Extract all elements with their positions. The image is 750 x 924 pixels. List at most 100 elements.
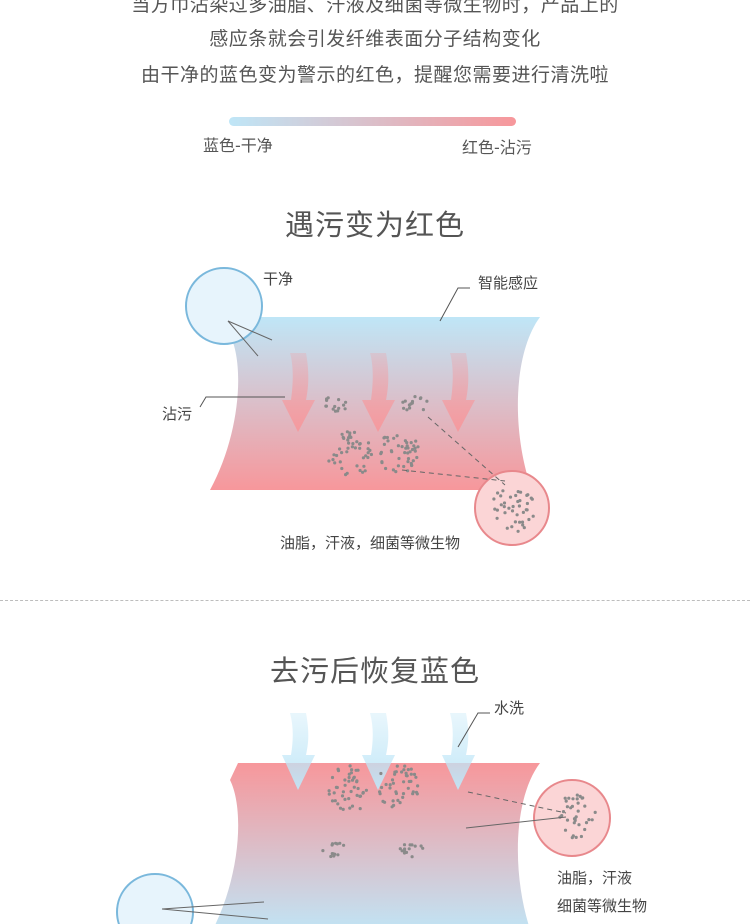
microbe-dot bbox=[361, 456, 365, 460]
microbe-dot bbox=[403, 451, 407, 455]
microbe-dot bbox=[406, 451, 410, 455]
microbe-dot bbox=[563, 828, 568, 832]
dirty-callout: 沾污 bbox=[162, 405, 193, 423]
microbe-dot bbox=[410, 447, 415, 452]
microbe-dot bbox=[515, 513, 519, 517]
microbe-dot bbox=[577, 823, 581, 827]
microbe-dot bbox=[406, 786, 410, 790]
microbe-dot bbox=[337, 406, 341, 410]
absorb-arrow bbox=[442, 353, 475, 432]
microbe-dot bbox=[366, 451, 370, 455]
microbe-dot bbox=[343, 778, 347, 782]
microbe-dot bbox=[414, 790, 419, 794]
microbe-dot bbox=[415, 455, 419, 460]
microbe-dot bbox=[405, 408, 409, 412]
microbe-dot bbox=[355, 793, 359, 797]
microbe-dot bbox=[410, 399, 415, 404]
microbe-dot bbox=[347, 779, 351, 783]
microbe-dots-zoom bbox=[492, 489, 535, 533]
microbe-dot bbox=[576, 801, 580, 805]
microbe-dot bbox=[347, 797, 351, 801]
microbe-dot bbox=[321, 849, 325, 853]
microbe-dot bbox=[338, 460, 342, 464]
microbe-dot bbox=[409, 767, 413, 771]
microbe-dot bbox=[522, 526, 526, 530]
microbe-dot bbox=[531, 514, 535, 518]
microbe-dot bbox=[406, 469, 410, 473]
microbe-callout-line2: 细菌等微生物 bbox=[557, 897, 648, 915]
microbe-dot bbox=[526, 493, 530, 497]
microbe-dot bbox=[402, 464, 406, 469]
microbe-dot bbox=[495, 508, 499, 512]
microbe-dot bbox=[495, 516, 499, 520]
intro-line-2: 感应条就会引发纤维表面分子结构变化 bbox=[209, 28, 541, 50]
microbe-dot bbox=[403, 439, 407, 443]
microbe-dot bbox=[358, 446, 362, 450]
section-1-title: 遇污变为红色 bbox=[284, 208, 465, 242]
microbe-dot bbox=[419, 844, 423, 848]
legend-red-label: 红色-沾污 bbox=[462, 138, 532, 157]
microbe-dot bbox=[350, 768, 354, 772]
microbe-dot bbox=[413, 449, 417, 453]
microbe-dot bbox=[331, 458, 335, 462]
microbe-dot bbox=[329, 854, 333, 859]
microbe-dot bbox=[330, 843, 334, 847]
microbe-dot bbox=[343, 407, 347, 411]
dirty-magnifier-circle bbox=[533, 779, 611, 857]
microbe-dot bbox=[411, 459, 415, 463]
microbe-dot bbox=[335, 842, 339, 846]
microbe-dot bbox=[336, 853, 340, 857]
microbe-dot bbox=[385, 435, 389, 440]
microbe-dot bbox=[402, 851, 407, 855]
microbe-dot bbox=[386, 439, 390, 443]
microbe-dot bbox=[383, 800, 387, 804]
microbe-dot bbox=[345, 471, 349, 475]
microbe-dot bbox=[402, 768, 406, 772]
microbe-dot bbox=[333, 461, 337, 465]
microbe-dot bbox=[408, 843, 412, 847]
microbe-dot bbox=[336, 769, 341, 773]
microbe-dot bbox=[409, 779, 413, 783]
microbe-dot bbox=[358, 442, 362, 446]
microbe-dot bbox=[391, 781, 395, 785]
clean-pointer-line bbox=[227, 320, 273, 341]
microbe-dot bbox=[333, 409, 338, 413]
microbe-dot bbox=[575, 797, 579, 801]
microbe-dot bbox=[569, 806, 573, 810]
microbe-dot bbox=[400, 849, 404, 853]
microbe-dot bbox=[401, 795, 405, 799]
microbe-dot bbox=[347, 775, 351, 780]
microbe-dot bbox=[395, 434, 399, 438]
microbe-dot bbox=[384, 466, 388, 471]
microbe-dot bbox=[583, 804, 587, 808]
microbe-dot bbox=[518, 499, 522, 503]
microbe-dot bbox=[341, 790, 345, 794]
microbe-dot bbox=[341, 807, 345, 811]
clean-magnifier-circle bbox=[116, 873, 194, 924]
microbe-dot bbox=[350, 804, 355, 808]
microbe-dot bbox=[379, 450, 383, 454]
microbe-dot bbox=[388, 786, 392, 790]
microbe-dot bbox=[510, 525, 514, 529]
microbe-dot bbox=[331, 407, 335, 411]
microbe-dot bbox=[390, 778, 395, 782]
microbe-dot bbox=[353, 446, 357, 450]
microbe-dot bbox=[391, 799, 395, 803]
microbe-dot bbox=[335, 453, 339, 458]
microbe-dot bbox=[378, 792, 382, 796]
microbe-dot bbox=[527, 517, 531, 522]
microbe-dot bbox=[414, 775, 418, 779]
microbe-dot bbox=[344, 400, 348, 404]
microbe-dot bbox=[414, 439, 418, 443]
microbe-dot bbox=[519, 490, 523, 494]
water-leader-line bbox=[457, 712, 490, 748]
microbe-dot bbox=[505, 526, 509, 530]
microbe-dot bbox=[405, 774, 409, 778]
color-legend-bar bbox=[229, 117, 516, 126]
microbe-callout-line1: 油脂，汗液 bbox=[557, 869, 633, 887]
microbe-dot bbox=[361, 470, 365, 474]
microbe-dot bbox=[572, 821, 576, 825]
microbe-dot bbox=[334, 785, 338, 789]
microbe-dot bbox=[346, 446, 350, 450]
microbe-dot bbox=[401, 792, 406, 796]
